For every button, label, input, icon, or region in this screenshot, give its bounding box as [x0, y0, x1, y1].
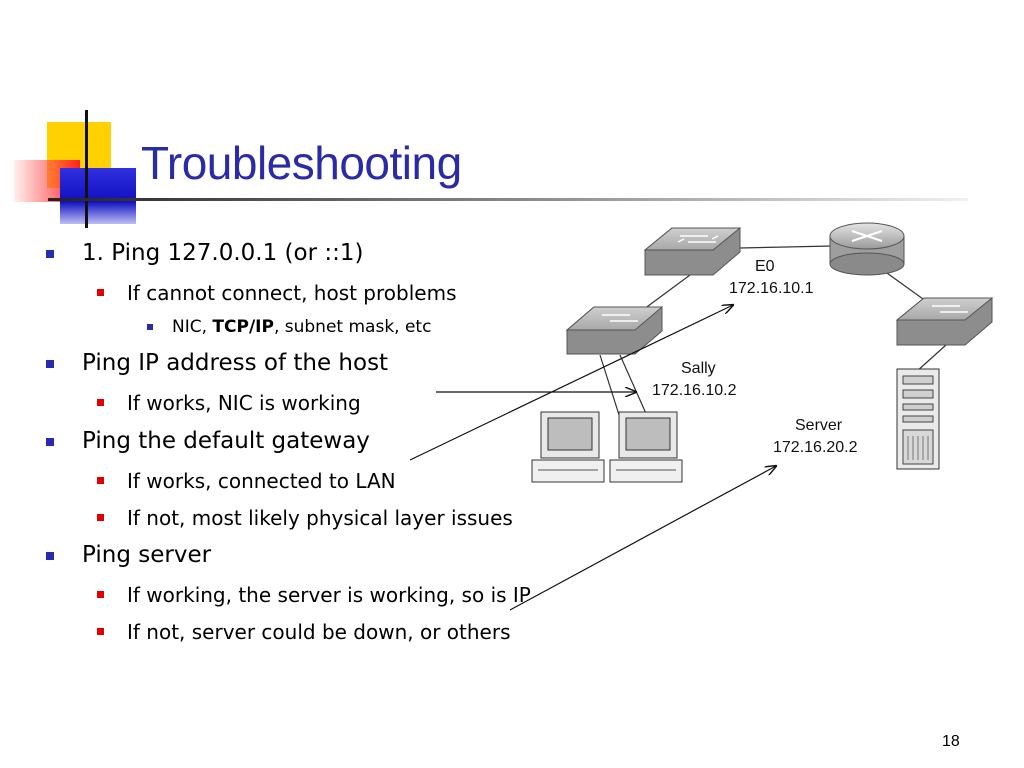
- bullet-1: 1. Ping 127.0.0.1 (or ::1): [46, 240, 364, 266]
- desktop-computer-icon: [609, 411, 683, 483]
- server-name: Server: [795, 417, 843, 434]
- bullet-marker: [97, 289, 104, 296]
- bullet-text: Ping server: [82, 542, 212, 568]
- router-interface-name: E0: [755, 258, 775, 275]
- bullet-marker: [46, 552, 54, 560]
- bullet-marker: [97, 628, 104, 635]
- bullet-2: If cannot connect, host problems: [97, 281, 457, 305]
- annotation-arrows: [409, 305, 776, 611]
- slide-title: Troubleshooting: [141, 137, 462, 189]
- bullet-text-prefix: NIC,: [172, 317, 213, 337]
- router-icon: [829, 222, 905, 276]
- bullet-text: If working, the server is working, so is…: [127, 583, 531, 607]
- bullet-text-bold: TCP/IP: [212, 317, 274, 337]
- bullet-marker: [46, 438, 54, 446]
- bullet-text: If cannot connect, host problems: [127, 281, 457, 305]
- bullet-marker: [46, 250, 54, 258]
- bullet-marker: [97, 477, 104, 484]
- server-tower-icon: [896, 368, 940, 470]
- bullet-marker: [97, 399, 104, 406]
- switch-icon: [565, 306, 664, 355]
- bullet-text: If not, server could be down, or others: [127, 620, 511, 644]
- page-number: 18: [942, 733, 960, 750]
- host-name: Sally: [681, 360, 716, 377]
- bullet-7: If works, connected to LAN: [97, 469, 396, 493]
- bullet-8: If not, most likely physical layer issue…: [97, 506, 513, 530]
- bullet-marker: [97, 514, 104, 521]
- bullet-9: Ping server: [46, 542, 212, 568]
- host-ip: 172.16.10.2: [652, 382, 737, 399]
- switch-icon: [895, 297, 994, 346]
- router-interface-ip: 172.16.10.1: [729, 280, 814, 297]
- bullet-text: If works, NIC is working: [127, 391, 361, 415]
- bullet-text-suffix: , subnet mask, etc: [273, 317, 432, 337]
- bullet-10: If working, the server is working, so is…: [97, 583, 531, 607]
- desktop-computer-icon: [531, 411, 605, 483]
- bullet-4: Ping IP address of the host: [46, 350, 389, 376]
- bullet-marker: [46, 360, 54, 368]
- title-underline: [48, 198, 968, 201]
- bullet-marker: [97, 591, 104, 598]
- bullet-11: If not, server could be down, or others: [97, 620, 511, 644]
- bullet-text: If not, most likely physical layer issue…: [127, 506, 513, 530]
- server-ip: 172.16.20.2: [773, 439, 858, 456]
- bullet-6: Ping the default gateway: [46, 428, 370, 454]
- bullet-text: 1. Ping 127.0.0.1 (or ::1): [82, 240, 364, 266]
- network-links: [599, 245, 947, 419]
- bullet-text: Ping IP address of the host: [82, 350, 389, 376]
- blue-square-decoration: [60, 168, 136, 224]
- bullet-5: If works, NIC is working: [97, 391, 361, 415]
- vertical-rule-decoration: [85, 110, 88, 228]
- bullet-text: If works, connected to LAN: [127, 469, 396, 493]
- switch-icon: [643, 227, 742, 276]
- bullet-3: NIC, TCP/IP, subnet mask, etc: [147, 317, 432, 337]
- bullet-marker: [147, 324, 153, 330]
- bullet-text: Ping the default gateway: [82, 428, 370, 454]
